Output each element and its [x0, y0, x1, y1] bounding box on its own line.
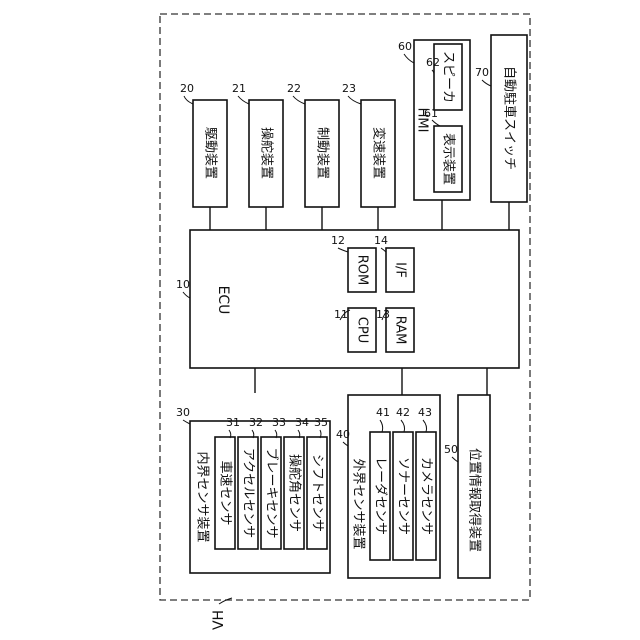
drive-unit: 駆動装置 20	[180, 82, 227, 207]
rom-label: ROM	[355, 255, 370, 285]
steering-unit-label: 操舵装置	[259, 127, 275, 179]
steering-unit: 操舵装置 21	[232, 82, 283, 207]
accelerator-sensor-ref: 32	[249, 416, 263, 429]
brake-sensor-ref: 33	[272, 416, 286, 429]
braking-unit: 制動装置 22	[287, 82, 339, 207]
hmi-leader	[404, 54, 414, 63]
vehicle-leader	[219, 598, 232, 604]
vehicle-speed-sensor-label: 車速センサ	[218, 460, 233, 525]
braking-unit-leader	[293, 96, 305, 104]
drive-unit-leader	[184, 96, 193, 104]
interface-ref: 14	[374, 234, 388, 247]
drive-unit-ref: 20	[180, 82, 194, 95]
shift-sensor-label: シフトセンサ	[310, 454, 325, 532]
transmission-unit-leader	[348, 96, 361, 104]
radar-sensor-label: レーダセンサ	[373, 457, 388, 535]
hmi-ref: 60	[398, 40, 412, 53]
external-sensor-device-label: 外界センサ装置	[351, 458, 366, 549]
sonar-sensor-ref: 42	[396, 406, 410, 419]
position-info-device: 位置情報取得装置 50	[444, 395, 490, 578]
rom-ref: 12	[331, 234, 345, 247]
position-info-device-ref: 50	[444, 443, 458, 456]
accelerator-sensor-label: アクセルセンサ	[241, 448, 256, 538]
external-sensor-device: 40 外界センサ装置 レーダセンサ 41 ソナーセンサ 42 カメラセンサ 43	[336, 395, 440, 578]
parking-switch-unit: 自動駐車スイッチ 70	[475, 35, 527, 202]
steering-angle-sensor-label: 操舵角センサ	[287, 454, 303, 532]
position-info-device-leader	[452, 457, 458, 462]
ecu-ref: 10	[176, 278, 190, 291]
internal-sensor-device: 30 内界センサ装置 車速センサ 31 アクセルセンサ 32 ブレーキセンサ 3…	[176, 406, 330, 573]
drive-unit-label: 駆動装置	[203, 127, 218, 179]
external-sensor-device-ref: 40	[336, 428, 350, 441]
steering-angle-sensor-ref: 34	[295, 416, 309, 429]
ecu-unit: 10 ECU ROM 12 I/F 14 CPU 11 RAM 13	[176, 230, 519, 368]
speaker-device-label: スピーカ	[441, 51, 456, 103]
steering-unit-leader	[238, 96, 249, 104]
vehicle-speed-sensor-ref: 31	[226, 416, 240, 429]
speaker-device-ref: 62	[426, 56, 440, 69]
vehicle-label: VH	[211, 610, 227, 630]
cpu-label: CPU	[355, 317, 370, 343]
braking-unit-ref: 22	[287, 82, 301, 95]
internal-sensor-device-leader	[183, 420, 190, 424]
ram-label: RAM	[393, 316, 408, 345]
interface-label: I/F	[393, 262, 408, 278]
position-info-device-label: 位置情報取得装置	[467, 448, 483, 552]
camera-sensor-ref: 43	[418, 406, 432, 419]
radar-sensor-ref: 41	[376, 406, 390, 419]
shift-sensor-ref: 35	[314, 416, 328, 429]
internal-sensor-device-label: 内界センサ装置	[195, 451, 211, 542]
parking-switch-ref: 70	[475, 66, 489, 79]
ecu-label: ECU	[215, 286, 231, 315]
brake-sensor-label: ブレーキセンサ	[264, 447, 280, 538]
transmission-unit: 変速装置 23	[342, 82, 395, 207]
steering-unit-ref: 21	[232, 82, 246, 95]
internal-sensor-device-ref: 30	[176, 406, 190, 419]
transmission-unit-label: 変速装置	[371, 127, 387, 179]
display-device-label: 表示装置	[441, 133, 456, 185]
ecu-leader	[183, 292, 190, 298]
parking-switch-label: 自動駐車スイッチ	[502, 66, 517, 170]
sonar-sensor-label: ソナーセンサ	[396, 457, 411, 535]
parking-switch-leader	[482, 80, 491, 86]
braking-unit-label: 制動装置	[315, 127, 330, 179]
hmi-unit: 60 HMI 表示装置 61 スピーカ 62	[398, 40, 470, 200]
camera-sensor-label: カメラセンサ	[419, 457, 434, 535]
transmission-unit-ref: 23	[342, 82, 356, 95]
